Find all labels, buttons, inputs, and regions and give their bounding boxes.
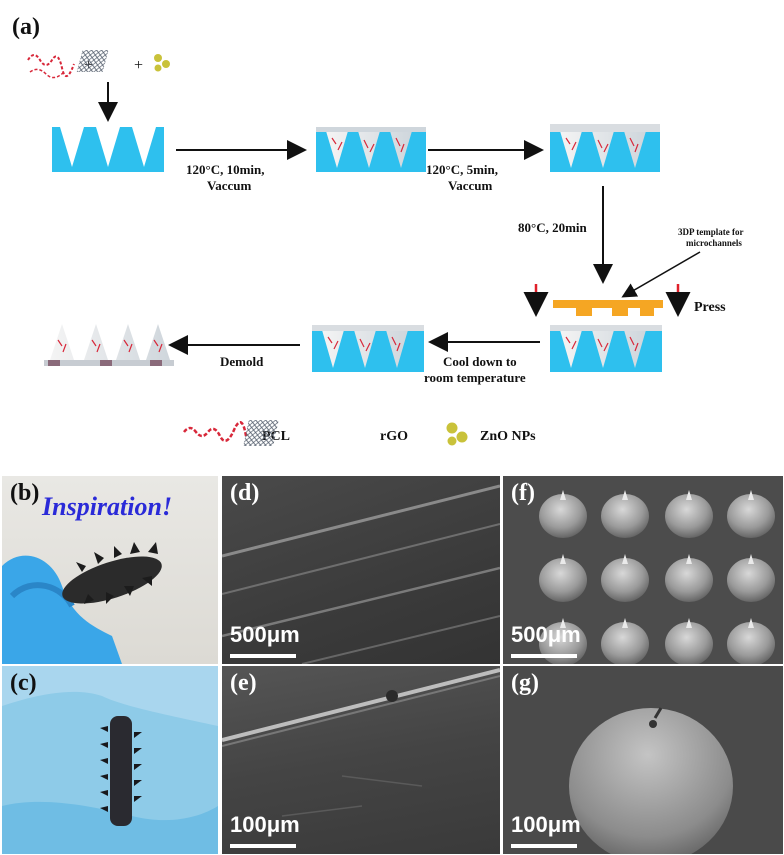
legend-zno-icon [446, 422, 468, 446]
sem-d: (d) 500μm [222, 476, 500, 664]
panel-b-label: (b) [10, 480, 40, 506]
pcl-icon [27, 54, 75, 77]
legend-rgo-icon [243, 420, 279, 446]
step3-label: 80°C, 20min [518, 220, 588, 235]
microneedle [727, 622, 775, 664]
sem-g: (g) 100μm [503, 666, 783, 854]
legend-zno: ZnO NPs [480, 429, 536, 444]
microneedle-tip [686, 490, 692, 500]
demold-label: Demold [220, 354, 264, 369]
microneedle-tip [560, 490, 566, 500]
scalebar-g [511, 844, 577, 848]
cool-line2: room temperature [424, 370, 526, 385]
svg-text:+: + [134, 57, 143, 74]
press-template [553, 300, 663, 316]
process-schematic: (a) + + 120°C, 10min, Vaccum 120°C, 5min… [12, 14, 743, 446]
microneedle [601, 622, 649, 664]
scalebar-f [511, 654, 577, 658]
step1-line1: 120°C, 10min, [186, 162, 265, 177]
microneedle-closeup [569, 708, 733, 854]
microneedle-tip [686, 618, 692, 628]
scale-f: 500μm [511, 622, 581, 647]
scale-g: 100μm [511, 812, 581, 837]
step2-line1: 120°C, 5min, [426, 162, 498, 177]
template-pointer [621, 251, 701, 298]
scale-d: 500μm [230, 622, 300, 647]
panel-d-label: (d) [230, 480, 260, 506]
zno-icon [154, 54, 170, 72]
template-note-1: 3DP template for [678, 227, 743, 237]
microneedle [665, 494, 713, 538]
mold-filled-1 [316, 127, 426, 172]
microneedle [727, 558, 775, 602]
panel-f-label: (f) [511, 480, 535, 506]
panel-e-label: (e) [230, 670, 257, 696]
scalebar-d [230, 654, 296, 658]
microneedle-tip [560, 618, 566, 628]
microneedle [601, 494, 649, 538]
microneedle [665, 558, 713, 602]
microneedle-tip [622, 618, 628, 628]
microneedle-tip [686, 554, 692, 564]
microneedle-tip [560, 554, 566, 564]
photo-b: (b) Inspiration! [2, 476, 218, 664]
inspiration-caption: Inspiration! [42, 492, 173, 521]
panel-c-label: (c) [10, 670, 37, 696]
microneedle [665, 622, 713, 664]
microneedle [539, 558, 587, 602]
sea-cucumber-robot [62, 556, 162, 604]
microneedle-tip [622, 554, 628, 564]
panel-a-label: (a) [12, 14, 40, 40]
press-label: Press [694, 300, 726, 315]
microneedle [727, 494, 775, 538]
microneedle-tip [748, 490, 754, 500]
microneedle-patch [44, 324, 174, 366]
template-note-2: microchannels [686, 238, 742, 248]
legend-pcl-icon [183, 421, 248, 443]
step1-line2: Vaccum [207, 178, 251, 193]
microneedle [539, 494, 587, 538]
glove-fingers [2, 666, 218, 726]
worm-robot [110, 716, 132, 826]
sem-e: (e) 100μm [222, 666, 500, 854]
cool-line1: Cool down to [443, 354, 517, 369]
microneedle [601, 558, 649, 602]
photo-c: (c) [2, 666, 218, 854]
scalebar-e [230, 844, 296, 848]
mold-filled-2 [550, 124, 660, 172]
legend-rgo: rGO [380, 429, 408, 444]
microneedle-tip [748, 618, 754, 628]
sem-f: (f) 500μm [503, 476, 783, 664]
mold-pressed [550, 325, 662, 372]
microneedle-tip [622, 490, 628, 500]
panel-g-label: (g) [511, 670, 539, 696]
microneedle [539, 622, 587, 664]
mold-cooled [312, 325, 424, 372]
scale-e: 100μm [230, 812, 300, 837]
mold-empty [52, 127, 164, 172]
microneedle-tip [748, 554, 754, 564]
step2-line2: Vaccum [448, 178, 492, 193]
rgo-icon [76, 50, 109, 72]
